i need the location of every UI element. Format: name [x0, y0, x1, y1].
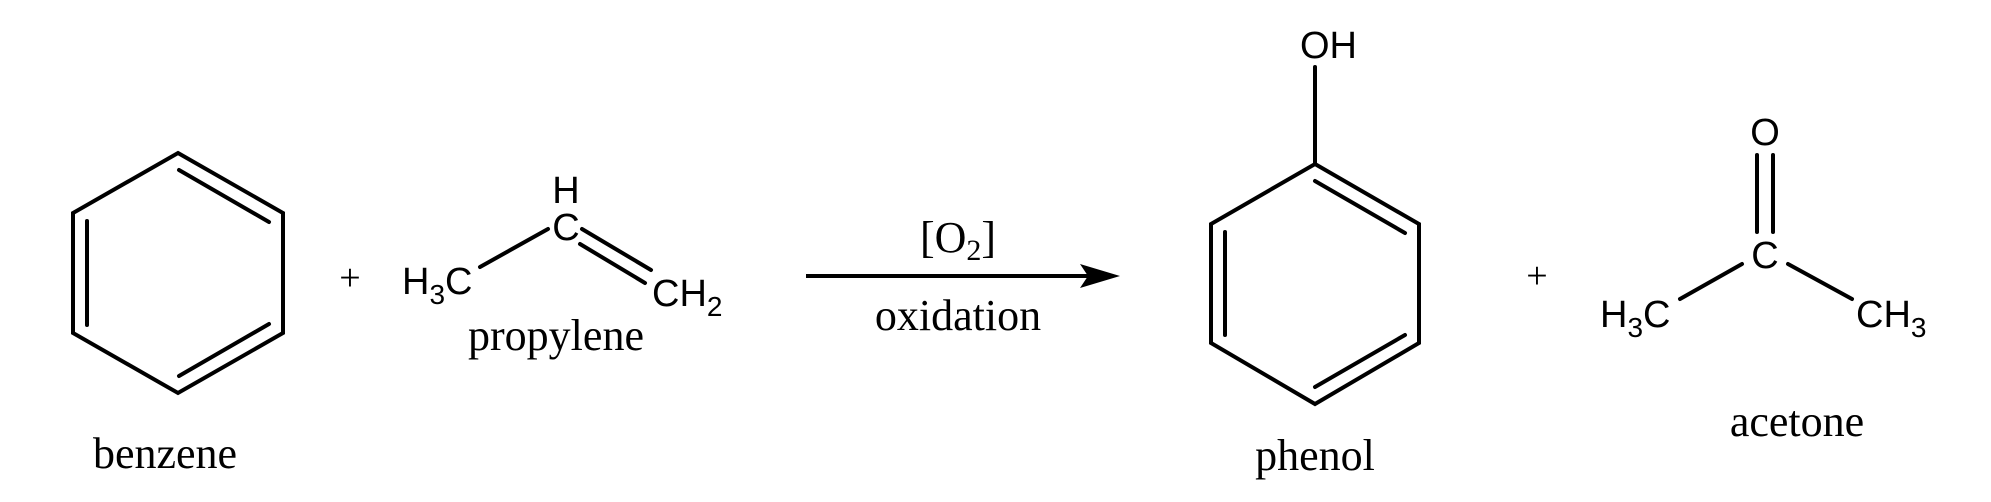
phenol-double-bond	[1313, 179, 1407, 235]
benzene-ring	[71, 150, 285, 396]
propylene-CH2-group: CH2	[652, 273, 722, 322]
propylene-structure: H C H3C CH2	[402, 170, 722, 322]
plus-sign: +	[1526, 255, 1547, 297]
phenol-double-bond	[1313, 333, 1407, 389]
phenol-structure: OH	[1209, 25, 1421, 407]
reaction-condition-reagent: [O2]	[920, 213, 996, 267]
phenol-ring	[1209, 161, 1421, 407]
reaction-condition-type: oxidation	[875, 291, 1041, 340]
acetone-C-atom: C	[1751, 235, 1778, 277]
acetone-label: acetone	[1730, 397, 1864, 446]
acetone-CH3-group: CH3	[1856, 294, 1926, 343]
propylene-H3C-group: H3C	[402, 261, 472, 310]
propylene-H-atom: H	[552, 170, 579, 212]
propylene-label: propylene	[468, 311, 644, 360]
acetone-structure: O C H3C CH3	[1600, 112, 1926, 343]
plus-sign: +	[339, 257, 360, 299]
benzene-structure	[71, 150, 285, 396]
propylene-C-atom: C	[552, 207, 579, 249]
phenol-label: phenol	[1255, 431, 1375, 480]
single-bond	[1786, 262, 1854, 301]
single-bond	[478, 227, 550, 269]
benzene-double-bond	[177, 322, 271, 378]
double-bond-outer	[580, 227, 653, 272]
acetone-O-atom: O	[1750, 112, 1780, 154]
single-bond	[1678, 262, 1744, 301]
phenol-OH-group: OH	[1300, 25, 1357, 67]
reaction-arrow	[806, 264, 1120, 288]
benzene-label: benzene	[93, 429, 237, 478]
arrow-head-icon	[1080, 264, 1120, 288]
benzene-double-bond	[177, 168, 271, 224]
double-bond-inner	[578, 242, 647, 285]
acetone-H3C-group: H3C	[1600, 294, 1670, 343]
